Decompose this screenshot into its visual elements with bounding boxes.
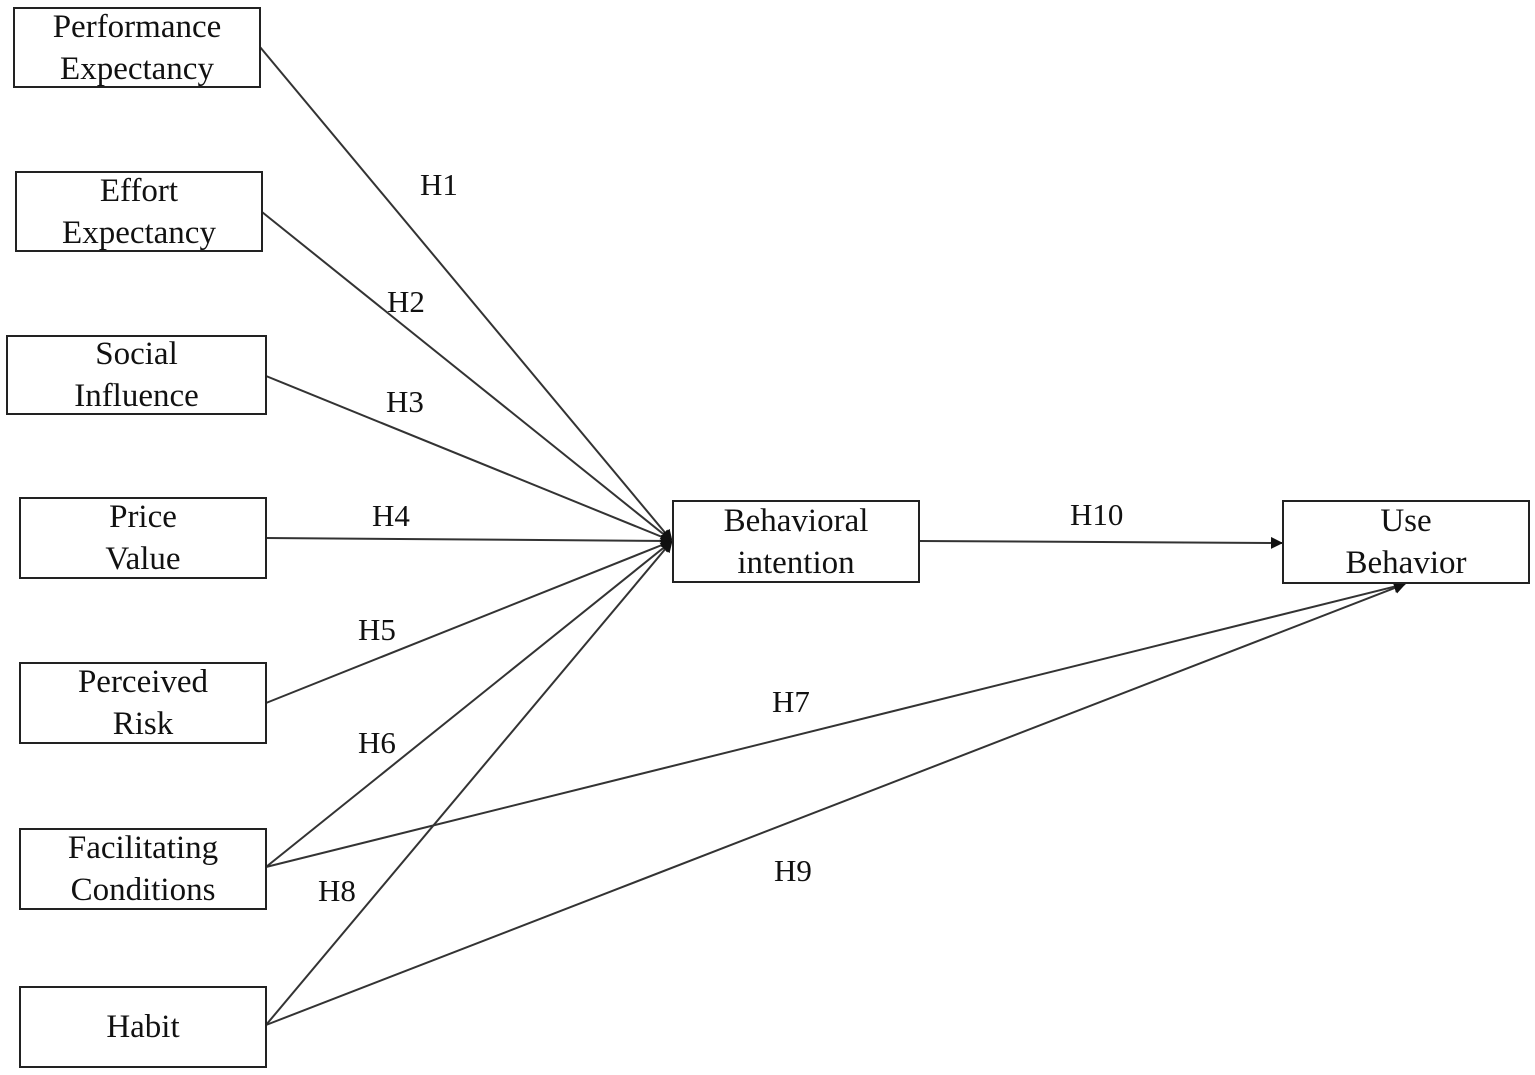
node-label: Expectancy bbox=[60, 50, 214, 87]
hypothesis-label-h1: H1 bbox=[420, 167, 458, 202]
node-facilitating-conditions: Facilitating Conditions bbox=[19, 828, 267, 910]
node-label: Influence bbox=[74, 378, 199, 414]
node-label: Social bbox=[95, 336, 178, 372]
path-h3 bbox=[265, 375, 673, 543]
node-behavioral-intention: Behavioral intention bbox=[672, 500, 920, 583]
hypothesis-label-h4: H4 bbox=[372, 498, 410, 533]
node-habit: Habit bbox=[19, 986, 267, 1068]
node-label: Expectancy bbox=[62, 214, 216, 251]
node-label: Habit bbox=[106, 1009, 180, 1045]
node-label: Price bbox=[109, 499, 177, 535]
path-h6 bbox=[265, 540, 673, 868]
node-social-influence: Social Influence bbox=[6, 335, 267, 415]
node-label: Perceived bbox=[77, 664, 209, 700]
path-h9 bbox=[265, 582, 1406, 1026]
node-use-behavior: Use Behavior bbox=[1282, 500, 1530, 584]
path-h1 bbox=[259, 46, 673, 542]
node-label: Conditions bbox=[70, 872, 216, 908]
node-label: Risk bbox=[112, 706, 174, 742]
hypothesis-label-h9: H9 bbox=[774, 853, 812, 888]
hypothesis-label-h5: H5 bbox=[358, 612, 396, 647]
path-h7 bbox=[265, 580, 1406, 868]
path-h8 bbox=[265, 540, 673, 1026]
node-performance-expectancy: Performance Expectancy bbox=[13, 7, 261, 88]
path-h5 bbox=[265, 539, 673, 704]
path-h2 bbox=[261, 211, 673, 542]
node-label: intention bbox=[737, 544, 855, 581]
node-effort-expectancy: Effort Expectancy bbox=[15, 171, 263, 252]
path-h4 bbox=[265, 534, 673, 547]
node-price-value: Price Value bbox=[19, 497, 267, 579]
node-label: Behavioral bbox=[723, 502, 869, 539]
node-label: Value bbox=[105, 541, 181, 577]
hypothesis-label-h6: H6 bbox=[358, 725, 396, 760]
node-label: Facilitating bbox=[67, 830, 219, 866]
path-h10 bbox=[918, 536, 1283, 549]
hypothesis-label-h2: H2 bbox=[387, 284, 425, 319]
hypothesis-label-h7: H7 bbox=[772, 684, 810, 719]
node-label: Effort bbox=[99, 172, 179, 209]
node-label: Behavior bbox=[1345, 545, 1467, 581]
node-perceived-risk: Perceived Risk bbox=[19, 662, 267, 744]
node-label: Use bbox=[1380, 503, 1432, 539]
hypothesis-label-h8: H8 bbox=[318, 873, 356, 908]
node-label: Performance bbox=[52, 8, 222, 45]
hypothesis-label-h10: H10 bbox=[1070, 497, 1124, 532]
hypothesis-label-h3: H3 bbox=[386, 384, 424, 419]
